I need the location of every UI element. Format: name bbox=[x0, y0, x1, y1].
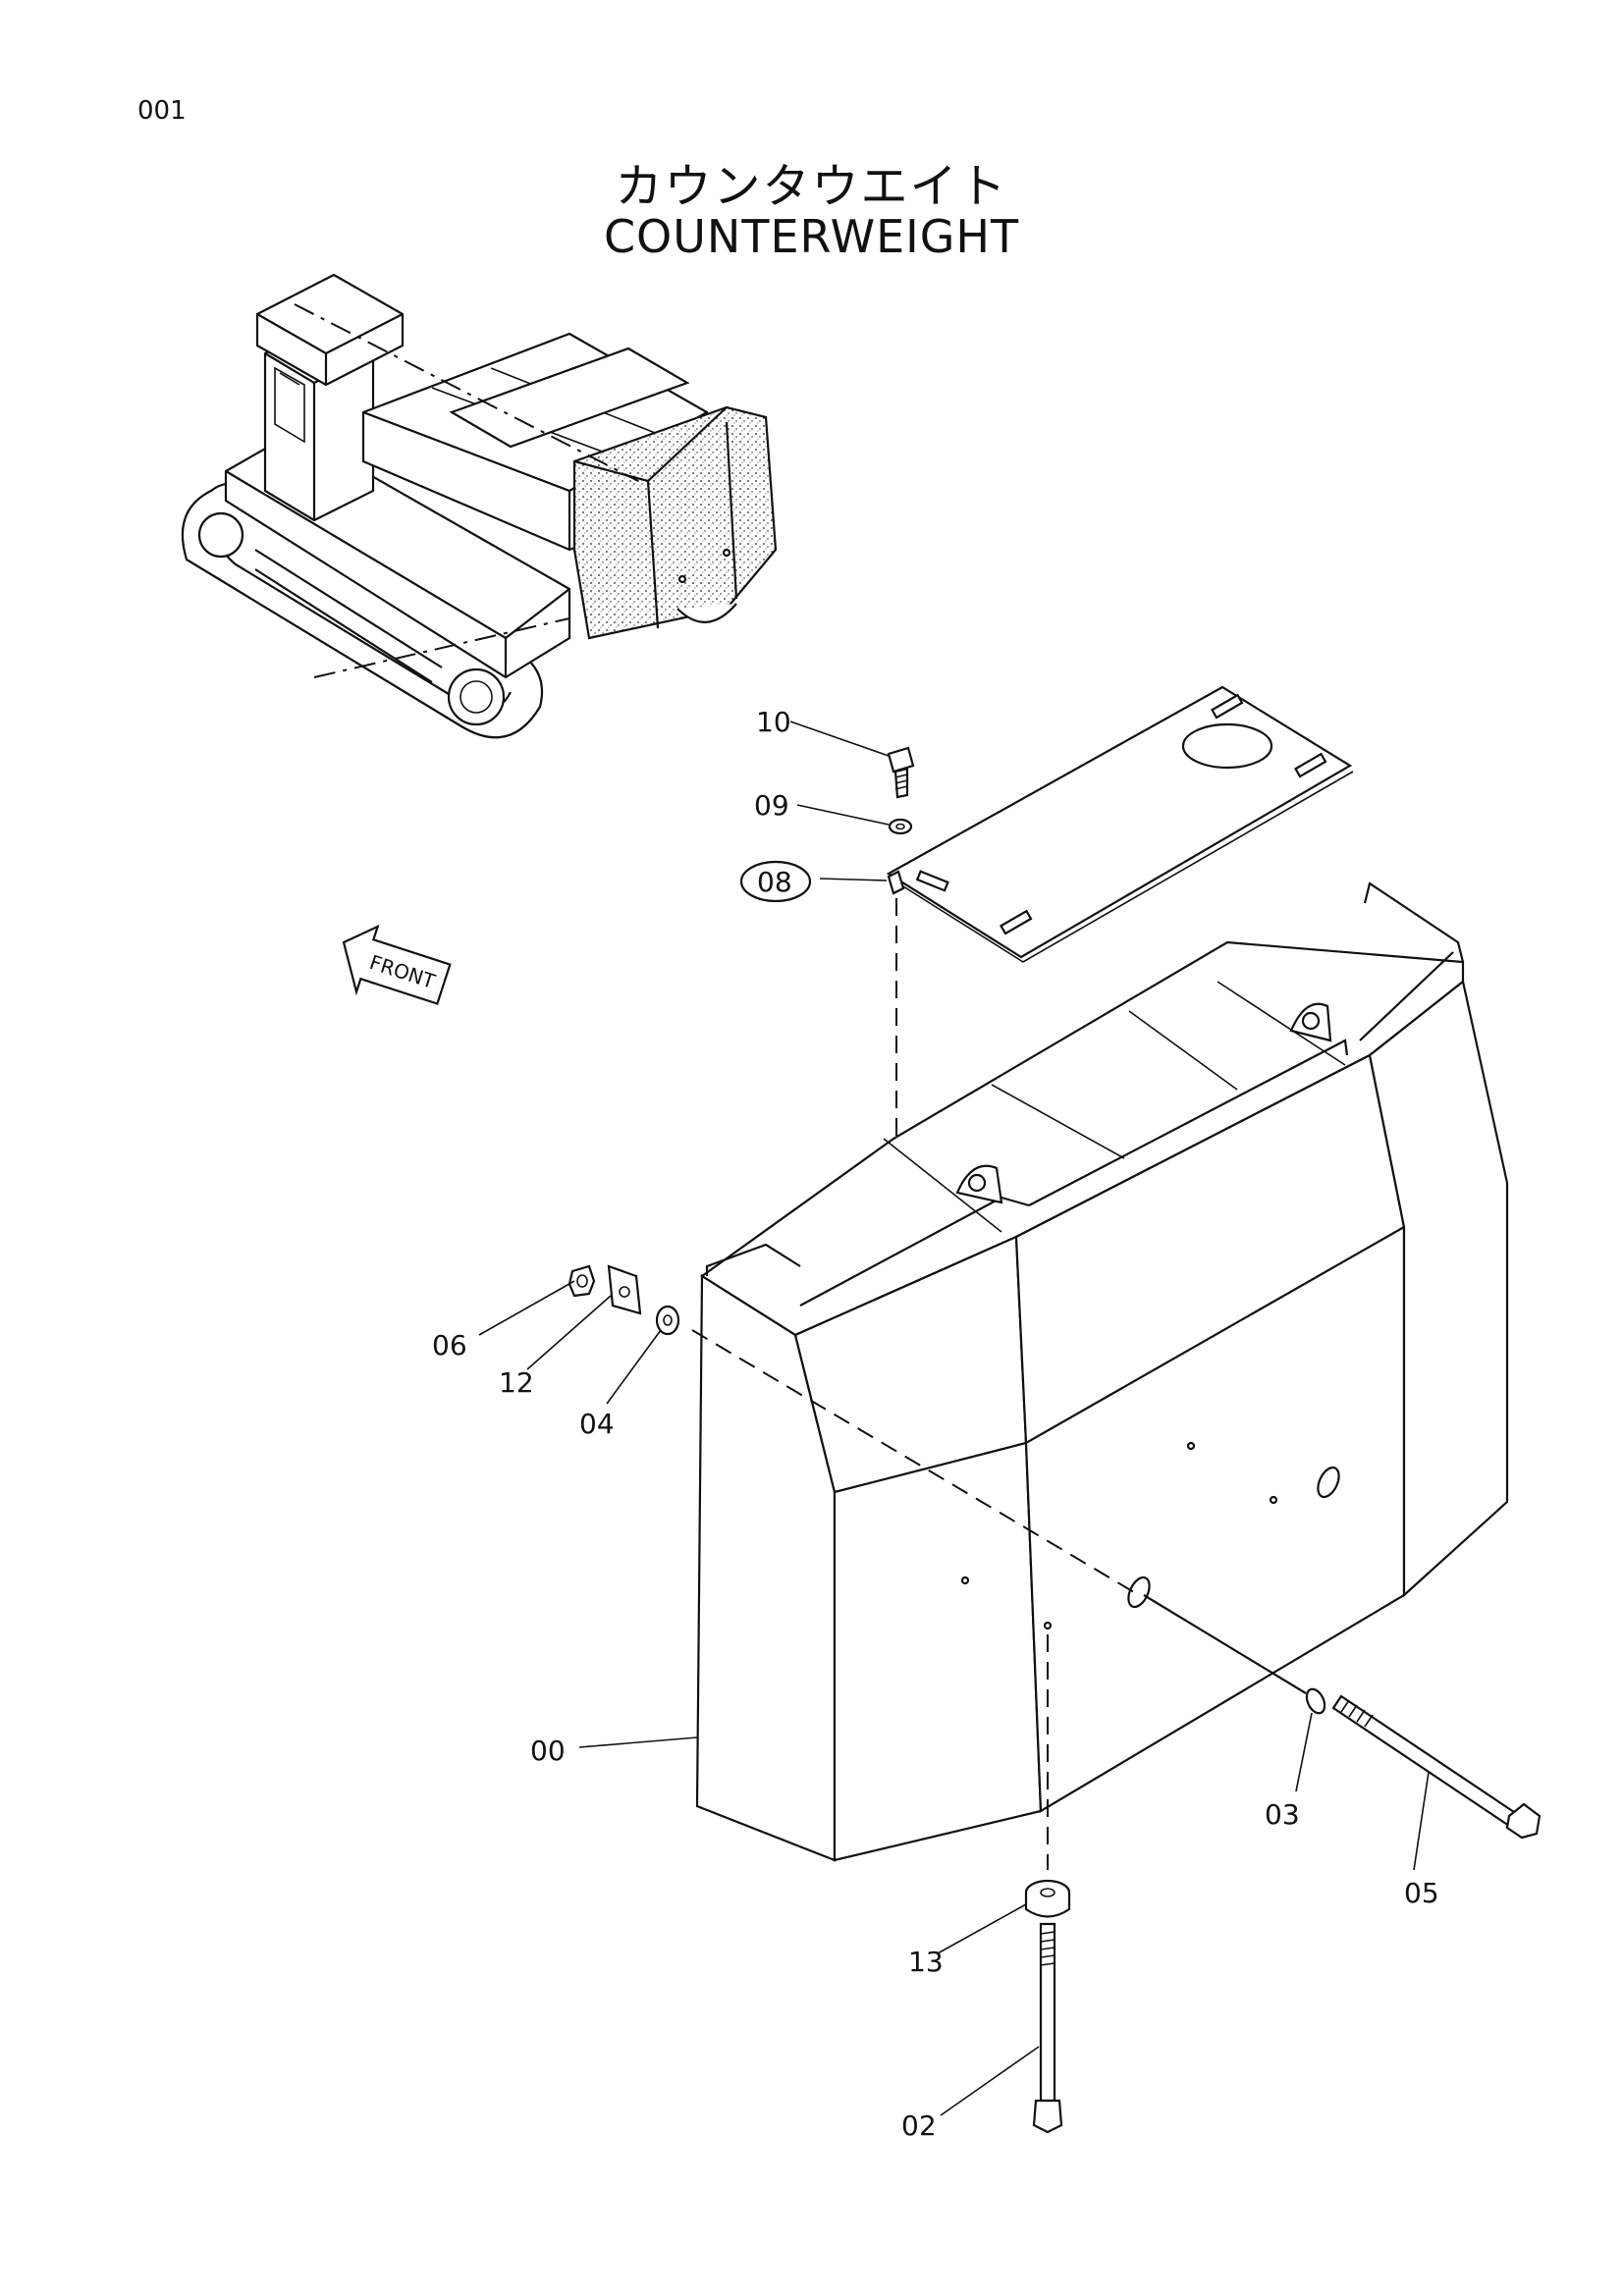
page-number: 001 bbox=[137, 96, 187, 126]
plate-12 bbox=[607, 1264, 642, 1315]
title-english: COUNTERWEIGHT bbox=[603, 210, 1020, 263]
callout-03: 03 bbox=[1265, 1798, 1300, 1831]
callout-09: 09 bbox=[754, 789, 789, 822]
callout-04: 04 bbox=[579, 1408, 615, 1440]
spacer-13 bbox=[1024, 1879, 1071, 1918]
callout-06: 06 bbox=[432, 1329, 467, 1362]
bolt-02 bbox=[1032, 1922, 1063, 2134]
callout-08: 08 bbox=[757, 866, 792, 898]
bolt-05 bbox=[1331, 1694, 1542, 1840]
callout-08-circle bbox=[739, 860, 812, 903]
callout-10: 10 bbox=[756, 706, 791, 738]
callout-00: 00 bbox=[530, 1735, 566, 1767]
front-direction-arrow: FRONT bbox=[342, 924, 452, 1005]
callout-05: 05 bbox=[1404, 1877, 1439, 1909]
washer-03 bbox=[1305, 1687, 1326, 1715]
callout-leaders bbox=[478, 721, 1430, 2116]
callout-12: 12 bbox=[499, 1366, 534, 1399]
washer-04 bbox=[655, 1305, 680, 1336]
callout-02: 02 bbox=[901, 2109, 937, 2142]
title-japanese: カウンタウエイト bbox=[615, 159, 1008, 214]
top-cover-plate bbox=[886, 685, 1354, 963]
bracket-08 bbox=[887, 870, 905, 895]
counterweight-body bbox=[695, 881, 1509, 1862]
callout-13: 13 bbox=[908, 1946, 944, 1978]
washer-09 bbox=[888, 818, 913, 835]
excavator-illustration bbox=[181, 273, 778, 739]
bolt-10 bbox=[887, 746, 915, 799]
